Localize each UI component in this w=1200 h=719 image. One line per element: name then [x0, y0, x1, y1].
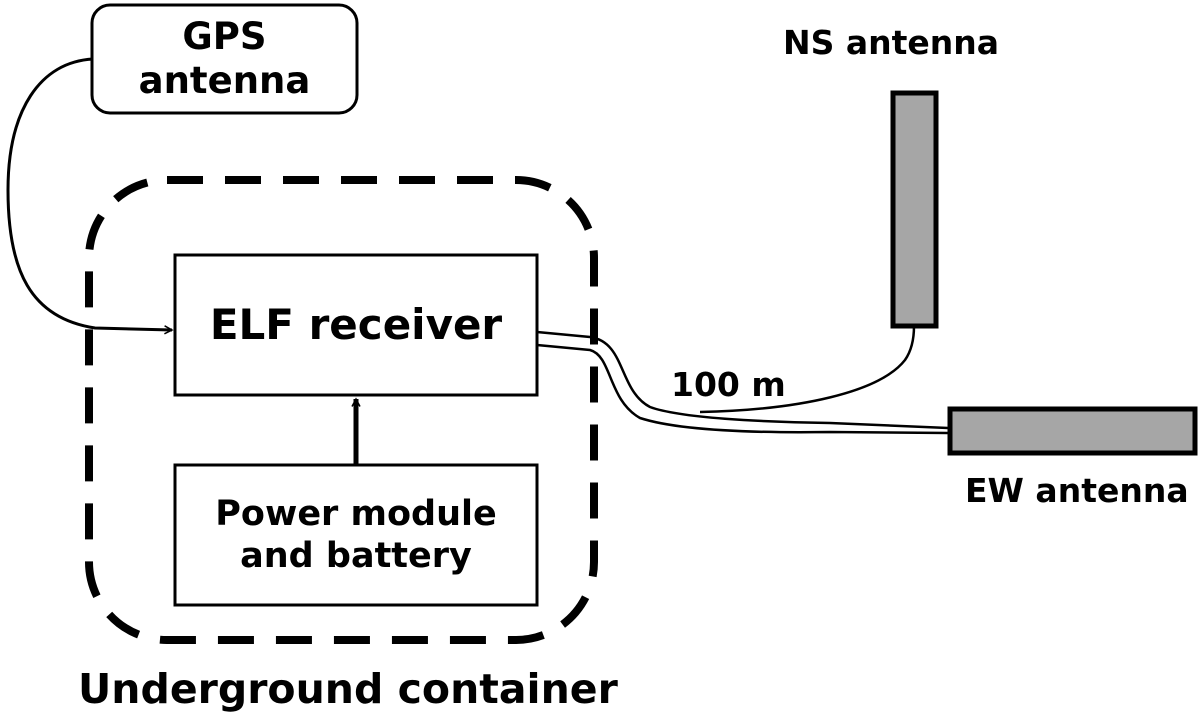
power-module-line2: and battery — [240, 536, 472, 576]
elf-receiver-box — [173, 253, 539, 397]
cable-length-label: 100 m — [671, 365, 786, 404]
underground-container-label: Underground container — [78, 665, 618, 713]
power-module-line1: Power module — [215, 494, 497, 534]
ns-antenna-bar — [890, 90, 939, 329]
elf-receiver-label: ELF receiver — [209, 299, 503, 349]
power-module-box — [173, 463, 539, 607]
ns-antenna-cable — [699, 325, 916, 414]
cable-lower-line — [536, 343, 949, 435]
gps-antenna-label: GPS antenna — [138, 14, 311, 102]
gps-cable-arrow — [6, 57, 172, 330]
cable-upper-line — [536, 330, 949, 430]
ew-antenna-bar — [947, 406, 1198, 456]
ew-antenna-label: EW antenna — [965, 471, 1189, 510]
underground-container-boundary — [85, 176, 598, 644]
ns-antenna-label: NS antenna — [783, 23, 1000, 62]
power-module-label: Power module and battery — [175, 465, 537, 605]
